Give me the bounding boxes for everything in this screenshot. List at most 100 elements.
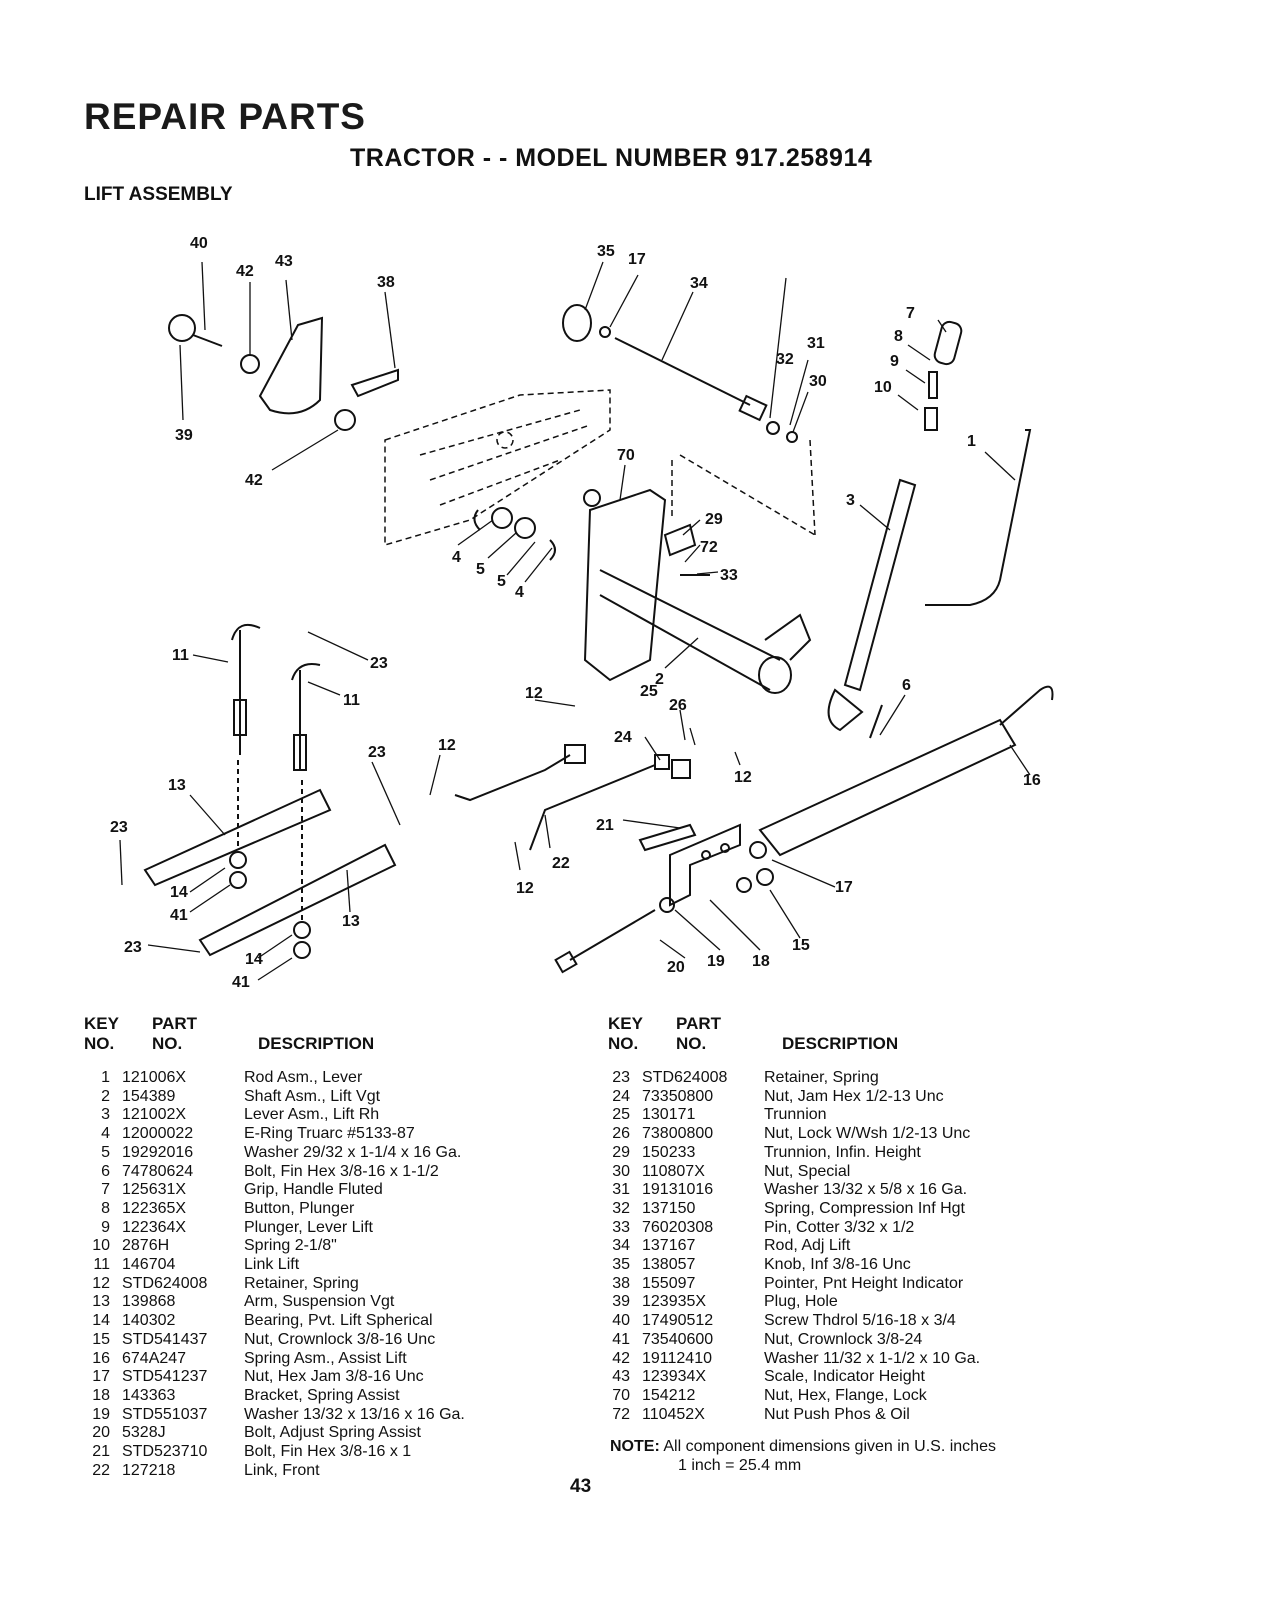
- suspension-arms-drawing: [143, 624, 397, 959]
- adj-rod-drawing: [562, 304, 798, 443]
- callout-label: 23: [124, 939, 142, 956]
- table-header-key: KEY NO.: [608, 1014, 643, 1053]
- assist-spring-drawing: [749, 685, 1054, 859]
- callout-label: 23: [368, 744, 386, 761]
- callout-label: 30: [809, 373, 827, 390]
- callout-label: 12: [525, 685, 543, 702]
- callout-label: 19: [707, 953, 725, 970]
- callout-labels: 40 42 43 38 39 42 35 17 34 7 8 9 10 31 3…: [110, 235, 1041, 991]
- table-header-description: DESCRIPTION: [258, 1034, 375, 1053]
- callout-label: 13: [342, 913, 360, 930]
- callout-label: 41: [170, 907, 188, 924]
- callout-label: 15: [792, 937, 810, 954]
- table-header-part: PART NO.: [676, 1014, 722, 1053]
- callout-label: 7: [906, 305, 915, 322]
- callout-label: 14: [170, 884, 188, 901]
- lift-lever-drawing: [827, 320, 1032, 739]
- callout-label: 13: [168, 777, 186, 794]
- callout-label: 17: [835, 879, 853, 896]
- table-header-description: DESCRIPTION: [782, 1034, 899, 1053]
- callout-label: 25: [640, 683, 658, 700]
- height-scale-drawing: [168, 314, 399, 431]
- callout-label: 21: [596, 817, 614, 834]
- callout-label: 70: [617, 447, 635, 464]
- callout-label: 34: [690, 275, 708, 292]
- callout-label: 42: [236, 263, 254, 280]
- table-header-part: PART NO.: [152, 1014, 198, 1053]
- table-header-key: KEY NO.: [84, 1014, 119, 1053]
- callout-label: 4: [515, 584, 524, 601]
- callout-label: 23: [370, 655, 388, 672]
- callout-label: 24: [614, 729, 632, 746]
- callout-label: 41: [232, 974, 250, 991]
- callout-label: 40: [190, 235, 208, 252]
- lift-shaft-drawing: [473, 488, 812, 694]
- callout-label: 11: [343, 692, 360, 709]
- note-line1: All component dimensions given in U.S. i…: [663, 1438, 996, 1455]
- callout-label: 12: [734, 769, 752, 786]
- callout-label: 8: [894, 328, 903, 345]
- callout-label: 9: [890, 353, 899, 370]
- callout-label: 17: [628, 251, 646, 268]
- callout-label: 14: [245, 951, 263, 968]
- callout-label: 31: [807, 335, 825, 352]
- callout-label: 4: [452, 549, 461, 566]
- callout-label: 43: [275, 253, 293, 270]
- callout-label: 32: [776, 351, 794, 368]
- note-label: NOTE:: [610, 1438, 660, 1455]
- callout-label: 23: [110, 819, 128, 836]
- callout-label: 22: [552, 855, 570, 872]
- callout-label: 11: [172, 647, 189, 664]
- callout-label: 5: [476, 561, 485, 578]
- page-title: REPAIR PARTS: [84, 96, 366, 137]
- frame-plate-drawing: [384, 389, 816, 547]
- section-title: LIFT ASSEMBLY: [84, 184, 233, 205]
- callout-label: 20: [667, 959, 685, 976]
- callout-label: 35: [597, 243, 615, 260]
- callout-label: 18: [752, 953, 770, 970]
- model-title: TRACTOR - - MODEL NUMBER 917.258914: [350, 144, 873, 172]
- leader-lines: [119, 261, 1031, 981]
- callout-label: 42: [245, 472, 263, 489]
- callout-label: 16: [1023, 772, 1041, 789]
- front-link-drawing: [454, 744, 691, 851]
- callout-label: 10: [874, 379, 892, 396]
- callout-label: 12: [438, 737, 456, 754]
- callout-label: 5: [497, 573, 506, 590]
- callout-label: 12: [516, 880, 534, 897]
- callout-label: 39: [175, 427, 193, 444]
- lift-assembly-diagram: 40 42 43 38 39 42 35 17 34 7 8 9 10 31 3…: [110, 235, 1054, 991]
